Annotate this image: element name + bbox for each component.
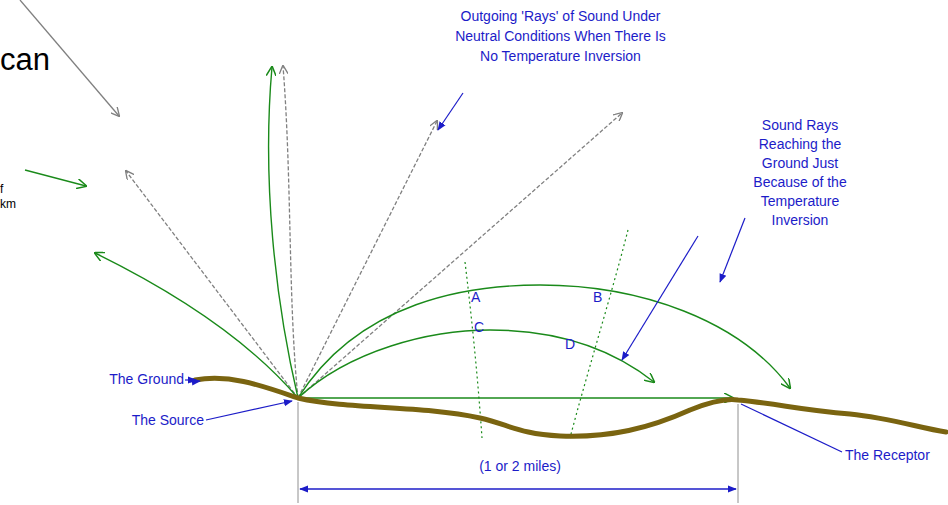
dimension-arrow [300, 488, 736, 489]
extension-line [738, 404, 739, 503]
leader-arrows [190, 93, 745, 420]
fragment-text: f [0, 181, 30, 197]
ground-line [195, 378, 946, 436]
point-label: B [593, 288, 609, 306]
neutral-rays [126, 66, 622, 398]
fragment-text: km [0, 196, 30, 212]
extension-line [298, 402, 299, 503]
fragment-text: can [0, 40, 80, 80]
wave-fronts [465, 230, 628, 438]
note-text: Sound Rays Reaching the Ground Just Beca… [742, 116, 858, 230]
note-text: Outgoing 'Rays' of Sound Under Neutral C… [448, 6, 673, 66]
point-label: D [565, 335, 581, 353]
green-arrow [25, 170, 86, 186]
part-label: The Ground [100, 370, 184, 388]
leader-line [741, 404, 842, 452]
part-label: The Receptor [845, 446, 945, 464]
point-label: A [471, 288, 487, 306]
point-label: C [474, 318, 490, 336]
dimension-label: (1 or 2 miles) [440, 457, 600, 475]
part-label: The Source [118, 411, 204, 429]
leader-arrow [185, 379, 196, 380]
inversion-rays [95, 67, 790, 398]
